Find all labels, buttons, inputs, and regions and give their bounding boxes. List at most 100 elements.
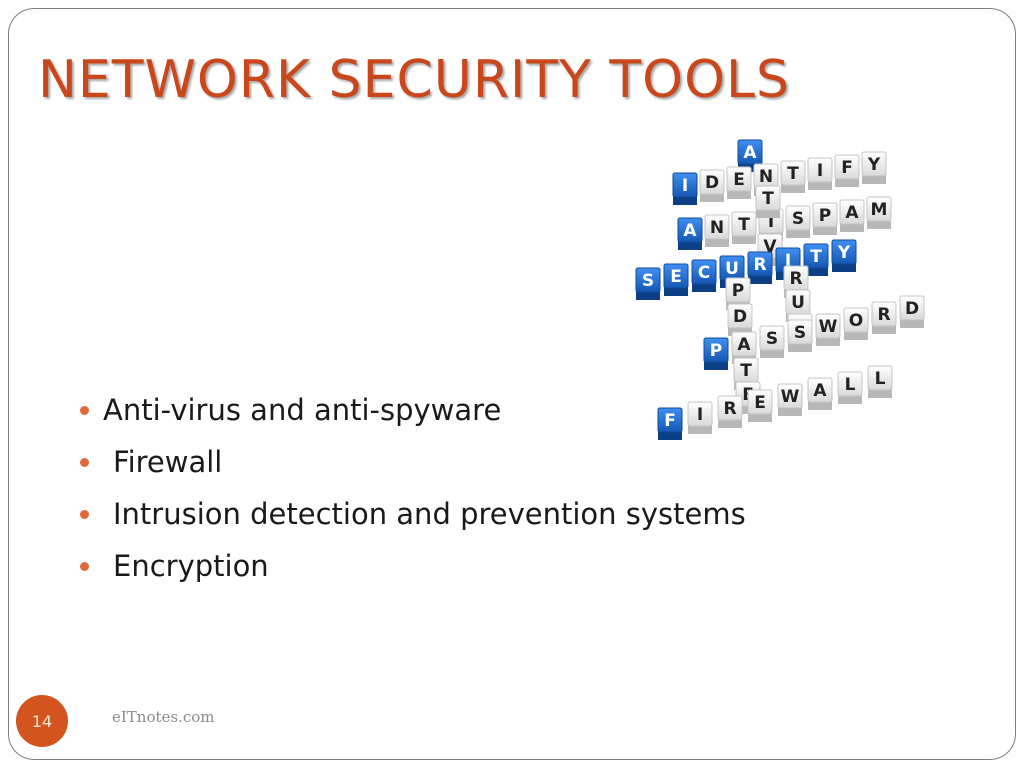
list-item: Anti-virus and anti-spyware [80, 384, 820, 436]
letter-cube: I [672, 172, 698, 205]
letter-cube: W [777, 383, 803, 416]
letter-cube: I [687, 401, 713, 434]
letter-cube: A [677, 217, 703, 250]
letter-cube: R [871, 301, 897, 334]
svg-text:P: P [732, 281, 744, 301]
bullet-icon [80, 561, 89, 571]
letter-cube: D [727, 303, 753, 336]
svg-text:F: F [664, 411, 676, 431]
bullet-icon [80, 405, 89, 415]
svg-text:S: S [642, 271, 654, 291]
svg-text:A: A [845, 203, 859, 223]
svg-text:T: T [738, 215, 750, 235]
svg-text:D: D [705, 173, 719, 193]
svg-text:Y: Y [837, 243, 851, 263]
svg-text:U: U [725, 259, 739, 279]
list-item: Firewall [80, 436, 820, 488]
bullet-text: Firewall [113, 445, 223, 479]
bullet-text: Anti-virus and anti-spyware [103, 393, 502, 427]
svg-text:U: U [791, 293, 805, 313]
letter-cube: T [731, 211, 757, 244]
svg-text:A: A [737, 335, 751, 355]
letter-cube: E [663, 263, 689, 296]
bullet-icon [80, 457, 89, 467]
svg-text:P: P [710, 341, 722, 361]
svg-text:N: N [710, 218, 724, 238]
letter-cube: Y [831, 239, 857, 272]
bullet-text: Intrusion detection and prevention syste… [113, 497, 746, 531]
svg-text:E: E [733, 170, 745, 190]
svg-text:N: N [759, 167, 773, 187]
letter-cube: S [785, 205, 811, 238]
letter-cube: P [812, 202, 838, 235]
svg-text:A: A [683, 221, 697, 241]
letter-cube: E [747, 389, 773, 422]
svg-text:I: I [817, 161, 823, 181]
svg-text:Y: Y [867, 155, 881, 175]
svg-text:L: L [845, 375, 856, 395]
letter-cube: I [807, 157, 833, 190]
letter-cube: P [703, 337, 729, 370]
svg-text:A: A [743, 143, 757, 163]
svg-text:R: R [789, 269, 802, 289]
svg-text:T: T [810, 247, 822, 267]
list-item: Intrusion detection and prevention syste… [80, 488, 820, 540]
svg-text:S: S [794, 323, 806, 343]
svg-text:W: W [819, 317, 838, 337]
letter-cube: F [834, 154, 860, 187]
letter-cube: S [787, 319, 813, 352]
svg-text:O: O [849, 311, 863, 331]
letter-cube: T [755, 185, 781, 218]
svg-text:T: T [787, 164, 799, 184]
svg-text:I: I [682, 176, 688, 196]
list-item: Encryption [80, 540, 820, 592]
svg-text:I: I [697, 405, 703, 425]
letter-cube: D [699, 169, 725, 202]
letter-cube: C [691, 259, 717, 292]
slide-title: NETWORK SECURITY TOOLS [38, 50, 790, 110]
letter-cube: N [704, 214, 730, 247]
letter-cube: Y [861, 151, 887, 184]
svg-text:R: R [877, 305, 890, 325]
letter-cube: W [815, 313, 841, 346]
letter-cube: S [635, 267, 661, 300]
letter-cube: E [726, 166, 752, 199]
letter-cube: D [899, 295, 925, 328]
svg-text:S: S [792, 209, 804, 229]
page-number-badge: 14 [16, 695, 68, 747]
bullet-text: Encryption [113, 549, 269, 583]
svg-text:M: M [871, 200, 888, 220]
letter-cube: T [780, 160, 806, 193]
svg-text:D: D [905, 299, 919, 319]
svg-text:E: E [754, 393, 766, 413]
letter-cube: O [843, 307, 869, 340]
bullet-list: Anti-virus and anti-spyware Firewall Int… [80, 384, 820, 592]
svg-text:A: A [813, 381, 827, 401]
svg-text:I: I [768, 212, 774, 232]
letter-cube: A [807, 377, 833, 410]
crossword-cubes-icon: AIDENTIFYANTISPAMTVSECURITYPRDUSPASSWORD… [635, 139, 925, 440]
svg-text:R: R [753, 255, 766, 275]
svg-text:R: R [723, 399, 736, 419]
letter-cube: F [657, 407, 683, 440]
bullet-icon [80, 509, 89, 519]
svg-text:C: C [698, 263, 710, 283]
letter-cube: S [759, 325, 785, 358]
svg-text:E: E [670, 267, 682, 287]
letter-cube: T [803, 243, 829, 276]
svg-text:L: L [875, 369, 886, 389]
svg-text:S: S [766, 329, 778, 349]
letter-cube: R [747, 251, 773, 284]
letter-cube: L [837, 371, 863, 404]
svg-text:D: D [733, 307, 747, 327]
svg-text:I: I [785, 251, 791, 271]
letter-cube: R [717, 395, 743, 428]
svg-text:W: W [781, 387, 800, 407]
footer-source: eITnotes.com [112, 708, 215, 726]
svg-text:T: T [740, 361, 752, 381]
letter-cube: M [866, 196, 892, 229]
svg-text:T: T [762, 189, 774, 209]
letter-cube: L [867, 365, 893, 398]
letter-cube: A [839, 199, 865, 232]
svg-text:F: F [841, 158, 853, 178]
